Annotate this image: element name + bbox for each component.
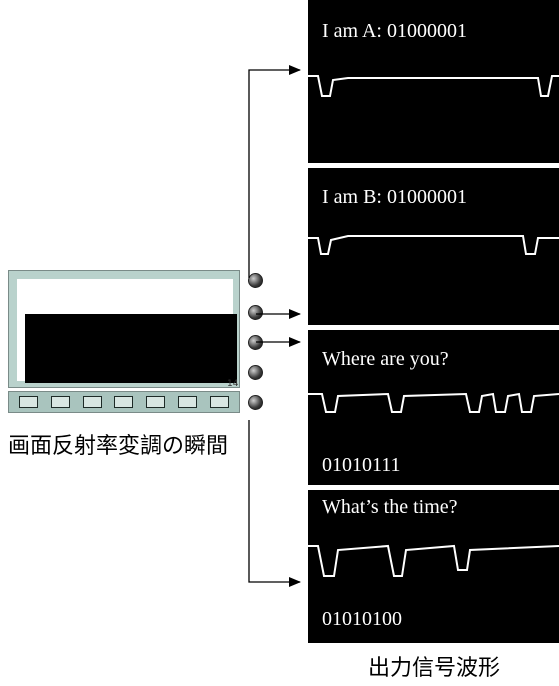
- toolbar-icon[interactable]: [146, 396, 166, 408]
- output-label: 出力信号波形: [368, 656, 501, 681]
- panel-caption: Where are you?: [322, 348, 449, 370]
- waveform-panel-a: I am A: 01000001: [308, 0, 559, 163]
- waveform-trace: [308, 544, 559, 577]
- toolbar-icon[interactable]: [114, 396, 134, 408]
- waveform-trace: [308, 235, 559, 255]
- screen-black-area: [25, 314, 237, 383]
- arrow-icon: [248, 420, 301, 587]
- waveform-panel-d: What’s the time? 01010100: [308, 490, 559, 643]
- waveform-panel-c: Where are you? 01010111: [308, 330, 559, 485]
- toolbar-icon[interactable]: [19, 396, 39, 408]
- device-screen: 14: [8, 270, 240, 389]
- panel-caption: What’s the time?: [322, 496, 458, 518]
- round-button-icon[interactable]: [248, 305, 263, 320]
- round-button-icon[interactable]: [248, 365, 263, 380]
- panel-caption: I am B: 01000001: [322, 186, 467, 208]
- toolbar-icon[interactable]: [51, 396, 71, 408]
- round-button-icon[interactable]: [248, 395, 263, 410]
- arrow-icon: [248, 65, 301, 278]
- panel-caption: I am A: 01000001: [322, 20, 467, 42]
- screen-number: 14: [227, 379, 239, 389]
- toolbar-icon[interactable]: [177, 396, 197, 408]
- waveform-trace: [308, 75, 559, 97]
- round-button-icon[interactable]: [248, 273, 263, 288]
- waveform-trace: [308, 392, 559, 413]
- panel-bits: 01010100: [322, 608, 402, 630]
- device-label: 画面反射率変調の瞬間: [8, 434, 229, 459]
- waveform-panel-b: I am B: 01000001: [308, 168, 559, 325]
- device-toolbar: [8, 391, 240, 413]
- device-illustration: 14: [8, 265, 263, 420]
- toolbar-icon[interactable]: [209, 396, 229, 408]
- panel-bits: 01010111: [322, 454, 401, 476]
- toolbar-icon[interactable]: [82, 396, 102, 408]
